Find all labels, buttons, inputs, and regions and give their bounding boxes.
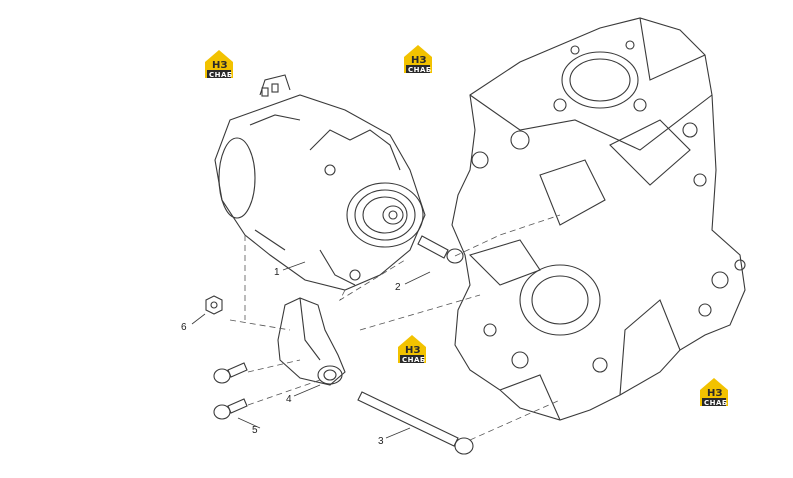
engine-block-icon (451, 17, 746, 421)
svg-text:СНАБ: СНАБ (209, 71, 233, 79)
callout-2: 2 (395, 282, 401, 293)
svg-text:СНАБ: СНАБ (704, 399, 728, 407)
leader-lines (191, 261, 431, 439)
callout-5: 5 (252, 425, 258, 436)
brand-logo-watermark: НЗ СНАБ (205, 50, 233, 79)
nut-icon (205, 295, 223, 315)
bolt-icon (417, 235, 464, 264)
callout-6: 6 (181, 322, 187, 333)
svg-text:СНАБ: СНАБ (408, 66, 432, 74)
assembly-lines (229, 214, 561, 441)
brand-logo-watermark: НЗ СНАБ (700, 378, 728, 407)
bolt-icon (213, 398, 248, 420)
bolt-icon (357, 391, 474, 455)
svg-text:НЗ: НЗ (212, 60, 227, 71)
mounting-bracket-icon (277, 297, 346, 386)
callout-1: 1 (274, 267, 280, 278)
brand-logo-watermark: НЗ СНАБ (398, 335, 426, 364)
svg-text:НЗ: НЗ (411, 55, 426, 66)
bolt-icon (213, 362, 248, 384)
callout-3: 3 (378, 436, 384, 447)
callout-4: 4 (286, 394, 292, 405)
svg-text:СНАБ: СНАБ (402, 356, 426, 364)
svg-text:НЗ: НЗ (405, 345, 420, 356)
alternator-icon (214, 74, 426, 291)
brand-logo-watermark: НЗ СНАБ (404, 45, 432, 74)
svg-text:НЗ: НЗ (707, 388, 722, 399)
